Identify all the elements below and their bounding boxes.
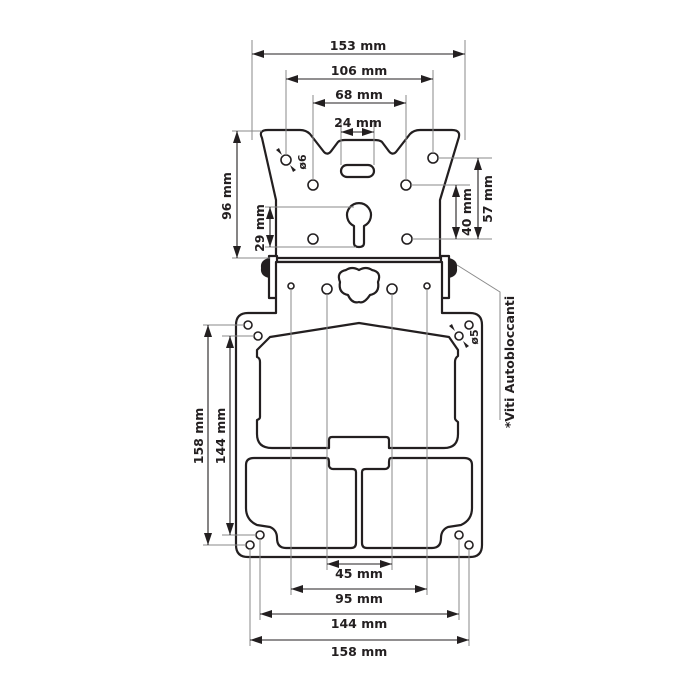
lower-left-window	[244, 456, 358, 550]
hole-plate-3	[386, 283, 398, 295]
hole-mid-left	[307, 179, 319, 191]
hole-plate-1	[287, 282, 295, 290]
dim-label-153: 153 mm	[330, 38, 387, 53]
lower-right-window	[360, 456, 474, 550]
keyhole	[345, 202, 373, 249]
dim-label-40: 40 mm	[459, 188, 474, 236]
cloud-cutout	[337, 266, 381, 304]
dim-label-158-bottom: 158 mm	[331, 644, 388, 659]
dim-label-24: 24 mm	[334, 115, 382, 130]
hole-plate-4	[423, 282, 431, 290]
top-bracket-outline	[259, 128, 461, 260]
upper-window	[255, 321, 460, 450]
hole-ur-outer	[464, 320, 474, 330]
lock-nut-left-icon	[260, 258, 269, 278]
dim-label-106: 106 mm	[331, 63, 388, 78]
dim-label-144-left: 144 mm	[213, 408, 228, 465]
extension-lines	[203, 40, 501, 646]
hole-label-6: ø6	[296, 154, 309, 170]
dim-label-158-left: 158 mm	[191, 408, 206, 465]
hole-6mm-left	[280, 154, 292, 166]
dim-label-68: 68 mm	[335, 87, 383, 102]
hole-ll-inner	[255, 530, 265, 540]
dim-label-57: 57 mm	[480, 175, 495, 223]
lock-nut-right-icon	[449, 258, 458, 278]
hole-mid-right	[400, 179, 412, 191]
hole-plate-2	[321, 283, 333, 295]
hole-low-right	[401, 233, 413, 245]
dimension-labels: 153 mm 106 mm 68 mm 24 mm 96 mm 29 mm 40…	[191, 38, 517, 659]
hole-ll-outer	[245, 540, 255, 550]
hole-5mm-right	[454, 331, 464, 341]
side-note-self-locking-screws: *Viti Autobloccanti	[502, 296, 517, 428]
main-plate	[234, 260, 484, 559]
dim-label-144-bottom: 144 mm	[331, 616, 388, 631]
dim-label-45: 45 mm	[335, 566, 383, 581]
hole-top-right	[427, 152, 439, 164]
hole-low-left	[307, 233, 319, 245]
top-slot	[339, 163, 376, 179]
hole-ul-inner	[253, 331, 263, 341]
main-plate-outline	[234, 260, 484, 559]
hole-lr-inner	[454, 530, 464, 540]
hole-label-5: ø5	[468, 329, 481, 344]
hole-ul-outer	[243, 320, 253, 330]
dim-label-29: 29 mm	[252, 204, 267, 252]
dim-label-96: 96 mm	[219, 172, 234, 220]
dimension-lines	[204, 50, 482, 644]
hole-lr-outer	[464, 540, 474, 550]
dim-label-95: 95 mm	[335, 591, 383, 606]
